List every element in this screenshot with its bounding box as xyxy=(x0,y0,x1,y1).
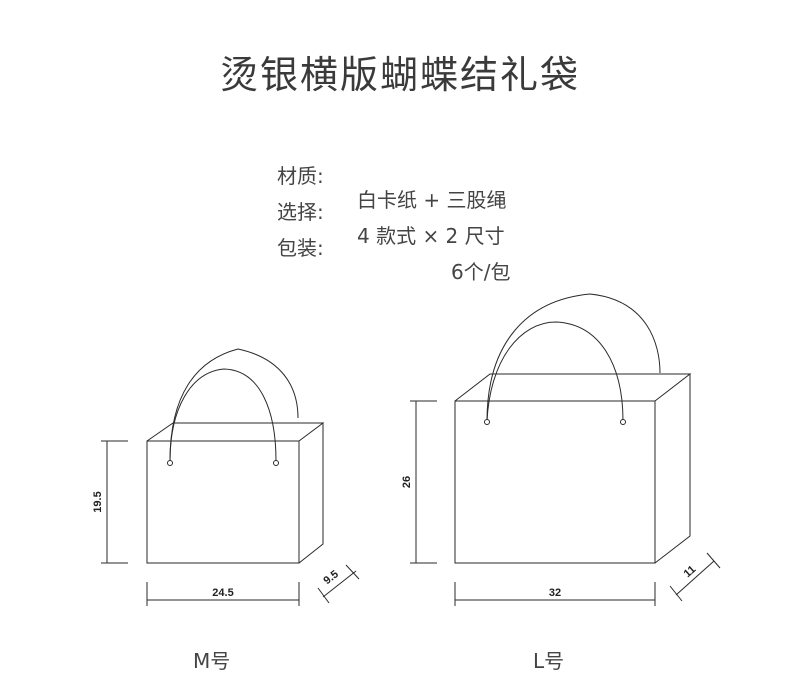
m-width-label: 24.5 xyxy=(212,587,233,599)
m-bag-rope-hole xyxy=(273,460,279,466)
spec-label: 选择: xyxy=(277,200,324,224)
l-bag-front-face xyxy=(454,400,656,564)
m-bag xyxy=(101,348,360,606)
m-depth-label: 9.5 xyxy=(321,568,340,587)
l-depth-dim-tick xyxy=(706,552,721,569)
l-width-label: 32 xyxy=(549,587,561,599)
m-bag-front-face xyxy=(146,440,300,564)
page-title: 烫银横版蝴蝶结礼袋 xyxy=(219,53,580,97)
l-bag-rope-hole xyxy=(620,419,626,425)
spec-value: 6个/包 xyxy=(451,260,511,284)
m-bag-rope-hole xyxy=(167,460,173,466)
spec-row-options: 选择: 4 款式 × 2 尺寸 xyxy=(0,172,800,268)
m-depth-dim-tick xyxy=(317,587,330,604)
m-depth-dim-tick xyxy=(345,564,360,580)
spec-label: 材质: xyxy=(277,164,324,188)
m-bag-side-edge xyxy=(298,423,324,564)
spec-label: 包装: xyxy=(277,236,324,260)
m-bag-rear-handle xyxy=(169,348,299,462)
l-size-name: L号 xyxy=(533,649,565,673)
m-depth-dim-line xyxy=(322,570,357,598)
m-bag-top-edge xyxy=(146,422,325,442)
spec-row-material: 材质: 白卡纸 + 三股绳 xyxy=(0,136,800,232)
m-height-label: 19.5 xyxy=(92,491,104,512)
l-bag-front-handle xyxy=(486,321,624,422)
l-depth-dim-tick xyxy=(669,585,683,602)
spec-value: 白卡纸 + 三股绳 xyxy=(357,188,507,212)
m-bag-front-handle xyxy=(169,368,277,462)
spec-row-packaging: 包装: 6个/包 xyxy=(0,208,800,304)
l-bag-top-edge xyxy=(454,373,692,402)
m-size-name: M号 xyxy=(193,649,231,673)
l-bag xyxy=(410,293,721,606)
l-bag-side-edge xyxy=(654,374,691,564)
l-bag-rear-handle xyxy=(486,293,661,422)
l-bag-rope-hole xyxy=(484,419,490,425)
l-depth-dim-line xyxy=(675,560,715,596)
l-height-label: 26 xyxy=(401,476,413,488)
spec-value: 4 款式 × 2 尺寸 xyxy=(357,224,505,248)
